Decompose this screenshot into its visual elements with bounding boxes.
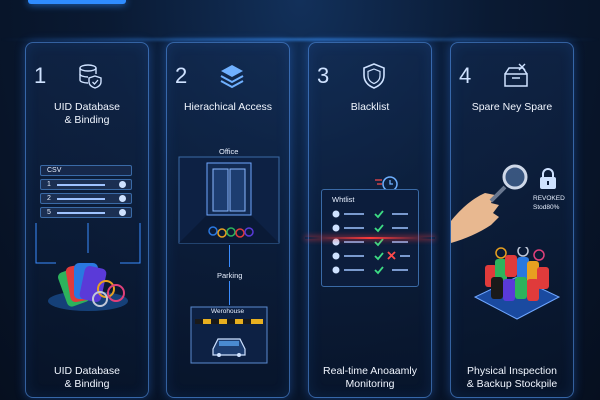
whitelist-rows bbox=[332, 210, 410, 275]
panel-spare-stockpile: 4 Spare Ney Spare REVOKED Stod80% P bbox=[450, 42, 574, 398]
alert-scan-line bbox=[305, 237, 435, 239]
panel-uid-database: 1 UID Database & Binding CSV 1 2 5 bbox=[25, 42, 149, 398]
panel-title: UID Database & Binding bbox=[54, 101, 120, 126]
top-accent-bar bbox=[28, 0, 126, 4]
row-bar bbox=[57, 212, 105, 214]
connector-line bbox=[229, 245, 230, 267]
row-bar bbox=[57, 184, 105, 186]
csv-header-row: CSV bbox=[40, 165, 132, 176]
list-item bbox=[332, 224, 408, 233]
step-number: 2 bbox=[175, 63, 188, 88]
csv-table: CSV 1 2 5 bbox=[40, 165, 132, 223]
row-index: 1 bbox=[47, 181, 51, 188]
row-index: 2 bbox=[47, 195, 51, 202]
panel-footer: UID Database & Binding bbox=[54, 365, 120, 390]
whitelist-label: Whtlist bbox=[332, 195, 355, 204]
user-icon bbox=[119, 209, 126, 216]
panel-blacklist: 3 Blacklist Whtlist bbox=[305, 42, 435, 398]
office-label: Office bbox=[219, 147, 239, 156]
toolbox-icon bbox=[504, 63, 528, 87]
panel-footer: Real-time Anoaamly Monitoring bbox=[323, 365, 417, 390]
parking-label: Parking bbox=[217, 271, 243, 280]
csv-label: CSV bbox=[47, 167, 62, 174]
stock-label: Stod80% bbox=[533, 204, 560, 211]
table-row: 5 bbox=[40, 207, 132, 218]
connector-line bbox=[229, 281, 230, 305]
row-bar bbox=[57, 198, 105, 200]
key-fob-illustration bbox=[35, 223, 141, 311]
panel-footer: Physical Inspection & Backup Stockpile bbox=[466, 365, 558, 390]
table-row: 1 bbox=[40, 179, 132, 190]
hand-magnifier-illustration bbox=[451, 164, 528, 243]
step-number: 3 bbox=[317, 63, 330, 88]
list-item bbox=[332, 238, 408, 247]
fob-basket-illustration bbox=[473, 247, 561, 320]
warehouse-label: Werohouse bbox=[211, 308, 245, 315]
panel-title: Spare Ney Spare bbox=[471, 101, 553, 113]
panel-title: Hierachical Access bbox=[183, 101, 273, 113]
step-number: 1 bbox=[34, 63, 47, 88]
user-icon bbox=[119, 195, 126, 202]
row-index: 5 bbox=[47, 209, 51, 216]
panel-hierarchical-access: 2 Hierachical Access Office Parking Wero… bbox=[166, 42, 290, 398]
database-shield-icon bbox=[79, 64, 102, 89]
table-row: 2 bbox=[40, 193, 132, 204]
office-elevator-illustration bbox=[178, 156, 280, 244]
user-icon bbox=[119, 181, 126, 188]
panel-title: Blacklist bbox=[350, 101, 390, 113]
list-item bbox=[332, 266, 408, 275]
layers-icon bbox=[220, 65, 244, 89]
top-glow-line bbox=[0, 38, 600, 41]
revoked-label: REVOKED bbox=[533, 195, 565, 202]
shield-icon bbox=[363, 63, 385, 89]
list-item bbox=[332, 251, 410, 261]
lock-icon bbox=[540, 168, 556, 189]
warehouse-gate-illustration bbox=[190, 306, 268, 364]
list-item bbox=[332, 210, 408, 219]
step-number: 4 bbox=[459, 63, 472, 88]
